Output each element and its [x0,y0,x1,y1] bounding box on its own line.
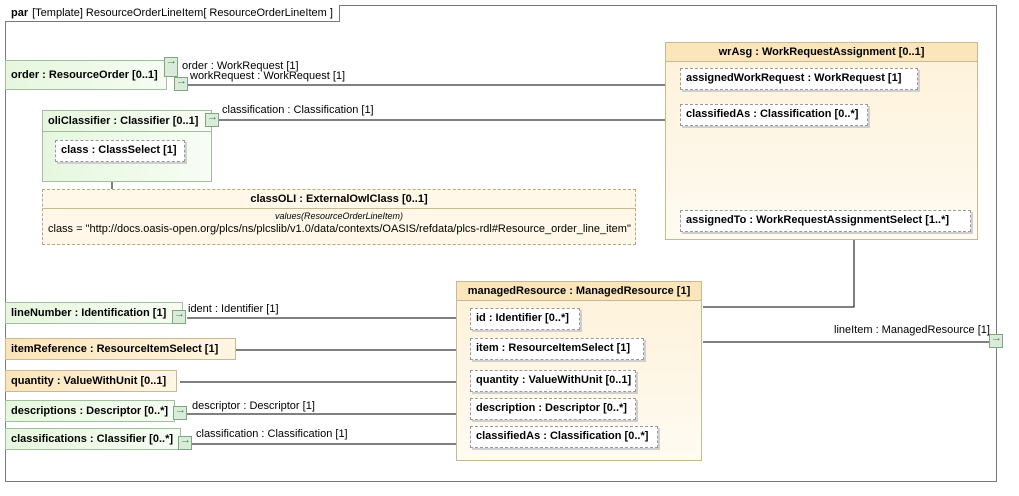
wrasg-title: wrAsg : WorkRequestAssignment [0..1] [666,43,977,62]
part-quantity[interactable]: quantity : ValueWithUnit [0..1] [5,370,177,392]
label-workrequest: workRequest : WorkRequest [1] [190,70,346,82]
port-classification-bottom[interactable] [178,434,192,450]
part-order[interactable]: order : ResourceOrder [0..1] [5,60,167,90]
label-order: order : WorkRequest [1] [182,60,299,72]
label-classification-top: classification : Classification [1] [222,104,374,116]
managedresource-title: managedResource : ManagedResource [1] [457,282,701,301]
part-description[interactable]: description : Descriptor [0..*] [470,398,636,420]
part-classifications[interactable]: classifications : Classifier [0..*] [5,428,181,450]
part-class[interactable]: class : ClassSelect [1] [55,140,185,162]
port-descriptor[interactable] [173,404,187,420]
part-assignedworkrequest[interactable]: assignedWorkRequest : WorkRequest [1] [680,68,918,90]
label-lineitem: lineItem : ManagedResource [1] [834,324,990,336]
port-lineitem[interactable] [989,332,1003,348]
part-item[interactable]: item : ResourceItemSelect [1] [470,338,644,360]
part-assignedto[interactable]: assignedTo : WorkRequestAssignmentSelect… [680,210,971,232]
classoli-values-label: values(ResourceOrderLineItem) [274,211,404,221]
part-classifiedas-mr[interactable]: classifiedAs : Classification [0..*] [470,426,658,448]
label-ident: ident : Identifier [1] [188,303,279,315]
label-classification-bottom: classification : Classification [1] [196,428,348,440]
classoli-title: classOLI : ExternalOwlClass [0..1] [43,190,635,209]
port-workrequest[interactable] [174,75,188,91]
oliclassifier-title: oliClassifier : Classifier [0..1] [43,111,211,132]
connector-assignedto [703,234,855,308]
part-classifiedas-wr[interactable]: classifiedAs : Classification [0..*] [680,104,868,126]
frame-title: par[Template] ResourceOrderLineItem[ Res… [5,5,340,22]
part-itemreference[interactable]: itemReference : ResourceItemSelect [1] [5,338,236,360]
classoli-value: class = "http://docs.oasis-open.org/plcs… [48,223,631,235]
label-descriptor: descriptor : Descriptor [1] [192,400,315,412]
part-linenumber[interactable]: lineNumber : Identification [1] [5,302,183,324]
port-classification-top[interactable] [205,111,219,127]
part-classoli[interactable]: classOLI : ExternalOwlClass [0..1] value… [42,189,636,245]
diagram-frame [5,5,997,482]
part-id[interactable]: id : Identifier [0..*] [470,308,580,330]
port-order[interactable] [164,55,178,77]
part-quantity-mr[interactable]: quantity : ValueWithUnit [0..1] [470,370,636,392]
port-ident[interactable] [172,308,186,324]
part-descriptions[interactable]: descriptions : Descriptor [0..*] [5,400,175,422]
